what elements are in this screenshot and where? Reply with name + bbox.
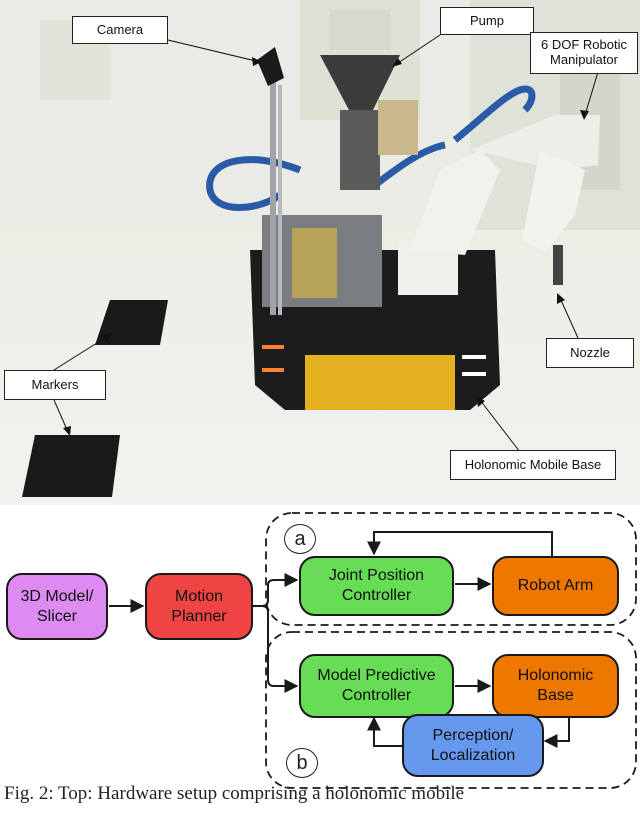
perception-localization-node: Perception/ Localization (402, 714, 544, 777)
holonomic-base-node: Holonomic Base (492, 654, 619, 718)
camera-label: Camera (72, 16, 168, 44)
manipulator-label: 6 DOF Robotic Manipulator (530, 32, 638, 74)
pump-label: Pump (440, 7, 534, 35)
diagram-connectors (109, 512, 637, 789)
robot-photo (0, 0, 640, 505)
nozzle-label: Nozzle (546, 338, 634, 368)
group-a-badge: a (284, 524, 316, 554)
mobile-base-label: Holonomic Mobile Base (450, 450, 616, 480)
model-slicer-node: 3D Model/ Slicer (6, 573, 108, 640)
joint-position-controller-node: Joint Position Controller (299, 556, 454, 616)
model-predictive-controller-node: Model Predictive Controller (299, 654, 454, 718)
markers-label: Markers (4, 370, 106, 400)
figure-caption: Fig. 2: Top: Hardware setup comprising a… (4, 783, 465, 804)
group-b-badge: b (286, 748, 318, 778)
motion-planner-node: Motion Planner (145, 573, 253, 640)
robot-arm-node: Robot Arm (492, 556, 619, 616)
